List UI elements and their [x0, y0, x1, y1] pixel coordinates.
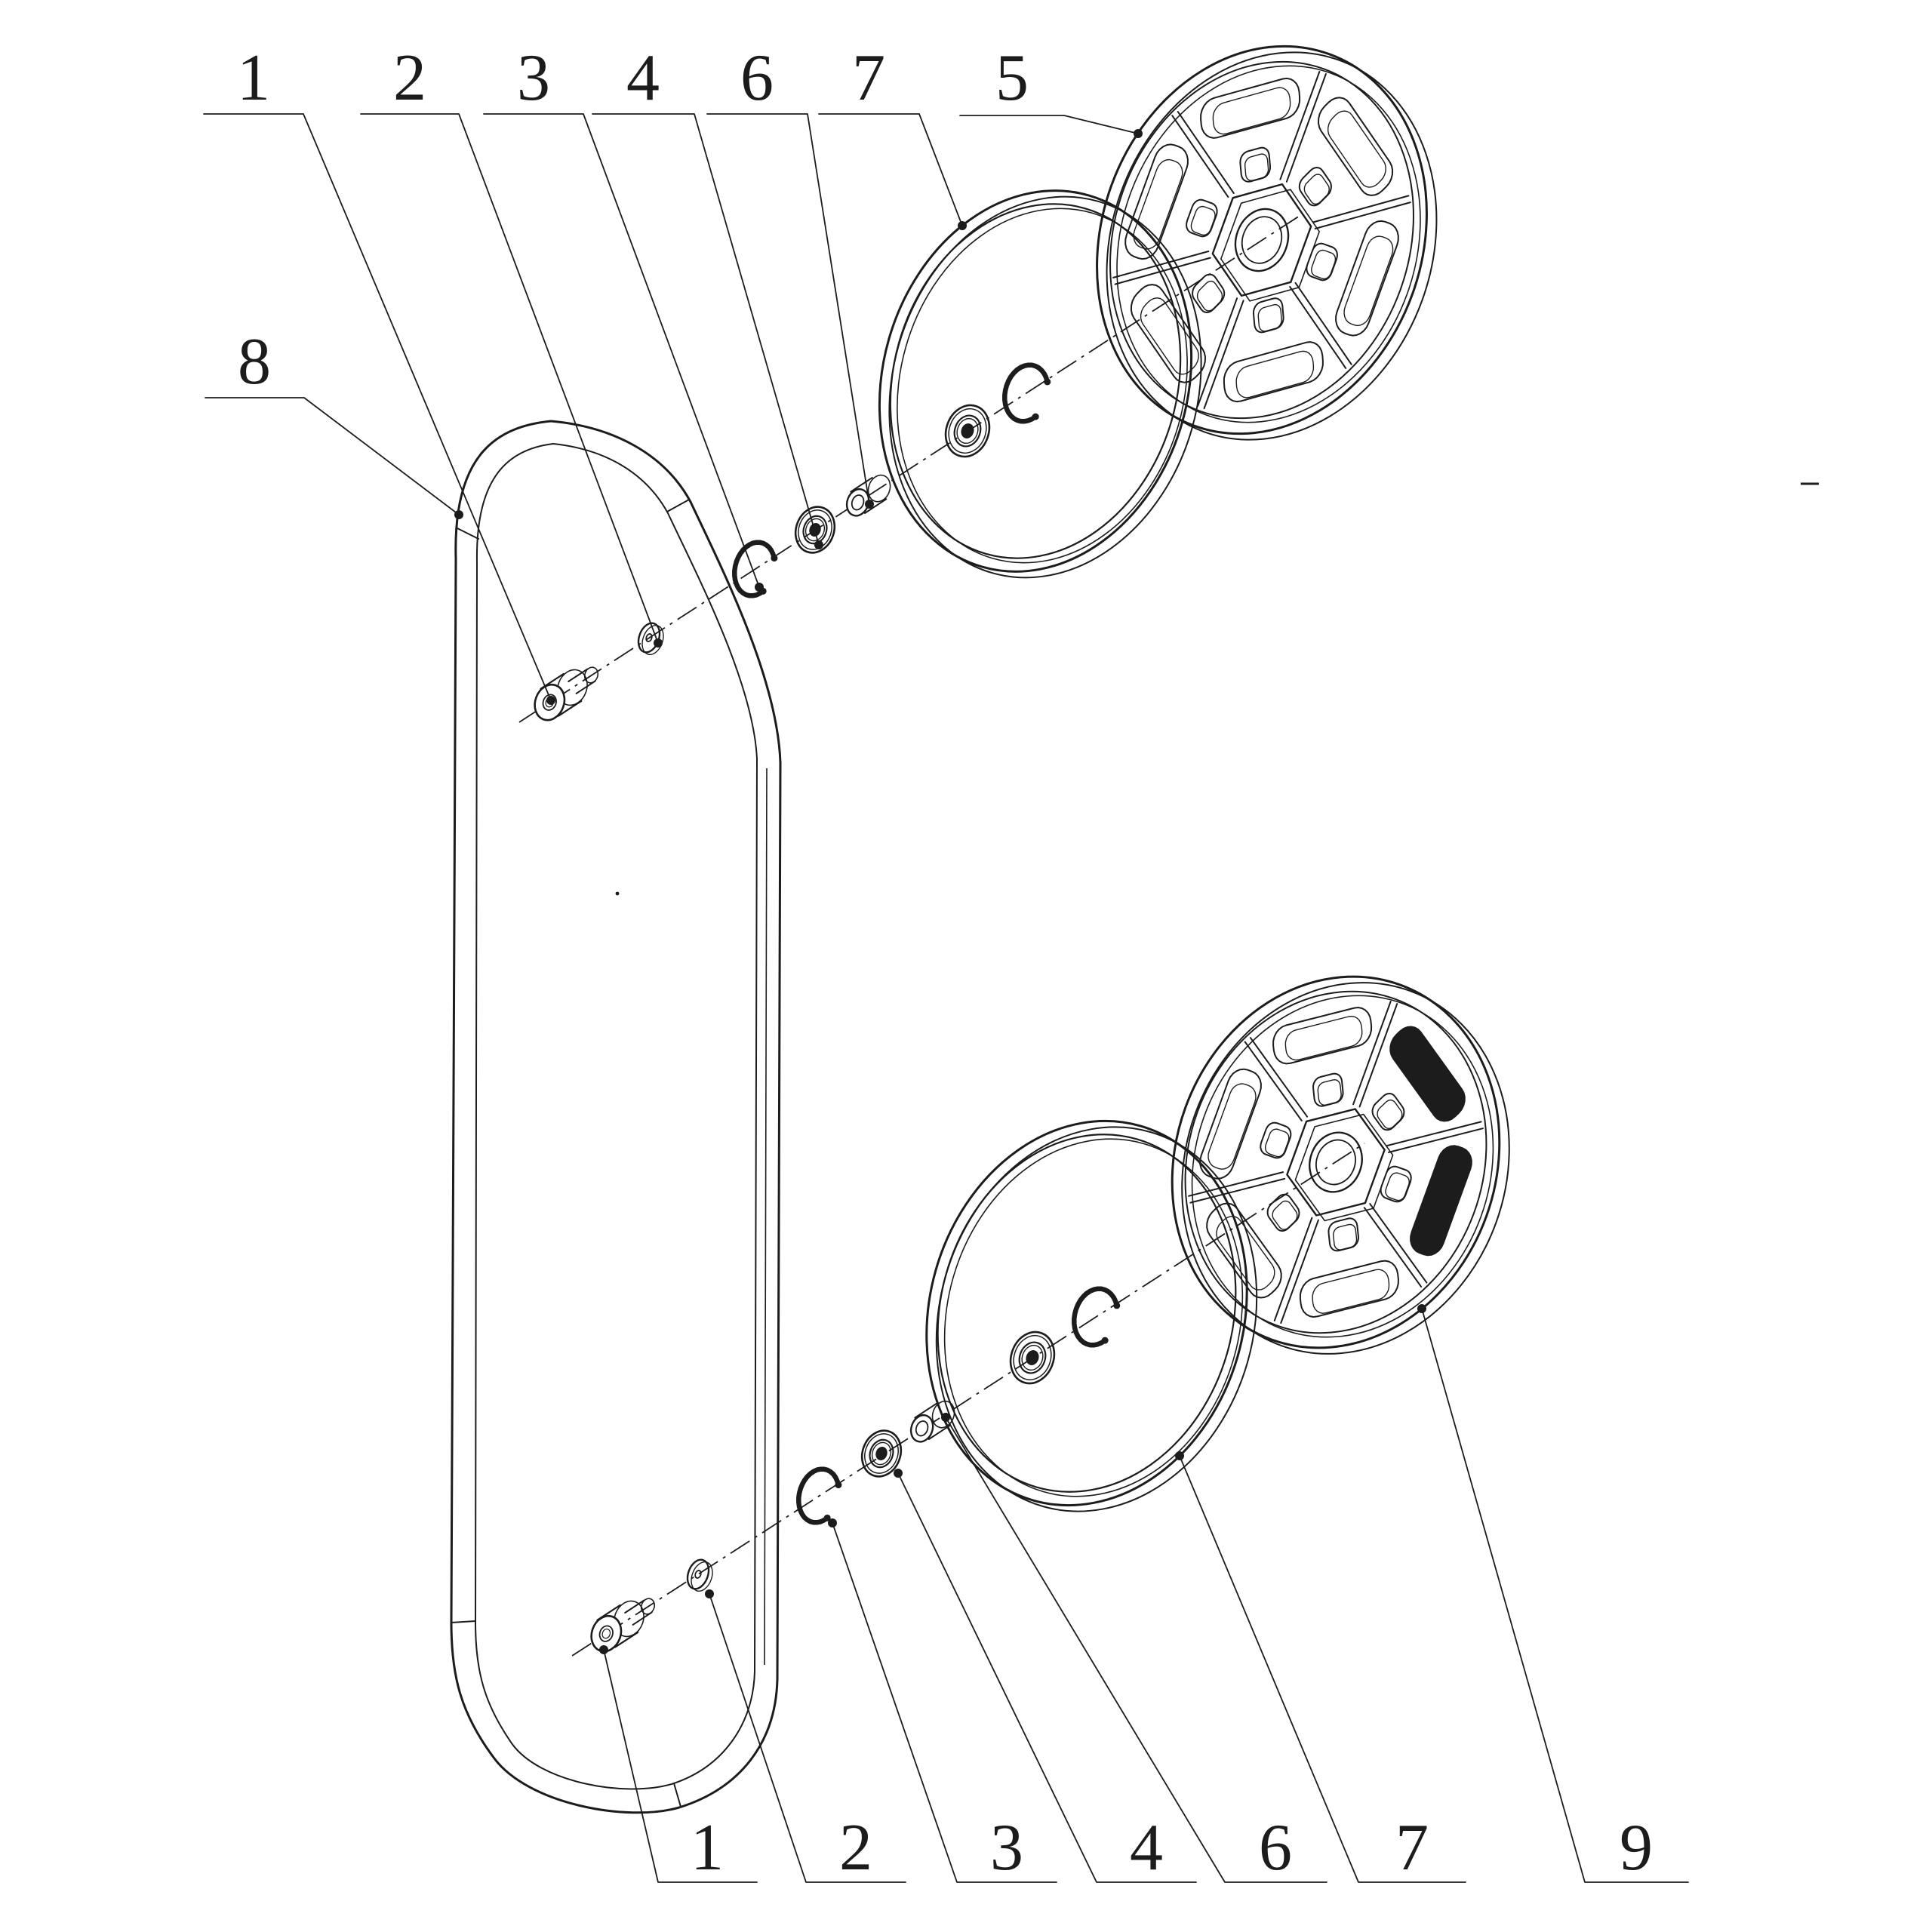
- callout-label-bottom-4: 4: [1130, 1811, 1163, 1884]
- leader-dot: [454, 510, 463, 519]
- bottom-bearing: [860, 1429, 903, 1478]
- leader-dot: [755, 583, 764, 592]
- track-band: [450, 420, 782, 1814]
- leader-bottom-4: [894, 1469, 1197, 1883]
- leader-dot: [705, 1589, 714, 1598]
- bottom-washer: [686, 1558, 713, 1592]
- callout-label-bottom-6: 6: [1259, 1811, 1292, 1884]
- bottom-spoked-wheel: [1171, 975, 1510, 1355]
- leader-top-3: [483, 113, 764, 592]
- bottom-cap-screw: [590, 1598, 656, 1653]
- leader-top-1: [203, 113, 555, 705]
- callout-label-bottom-2: 2: [839, 1811, 872, 1884]
- leader-bottom-3: [828, 1518, 1057, 1883]
- bottom-ring-circlip: [1072, 1286, 1121, 1348]
- leader-dot: [654, 638, 663, 648]
- leader-bottom-6: [941, 1413, 1327, 1883]
- bottom-assembly-axis-line: [571, 1143, 1365, 1657]
- callout-label-top-3: 3: [517, 42, 550, 115]
- leader-dot: [1417, 1304, 1426, 1313]
- callout-label-top-5: 5: [995, 42, 1029, 115]
- leader-dot: [1175, 1451, 1184, 1460]
- leader-top-2: [360, 113, 663, 648]
- leader-bottom-2: [705, 1589, 906, 1883]
- callout-label-top-7: 7: [852, 42, 885, 115]
- top-ring-bearing: [944, 404, 991, 458]
- callout-label-bottom-3: 3: [990, 1811, 1023, 1884]
- leader-dot: [865, 500, 874, 509]
- callout-label-top-2: 2: [393, 42, 426, 115]
- leader-top-5: [959, 115, 1143, 138]
- leader-dot: [828, 1518, 837, 1527]
- top-assembly-axis-line: [518, 215, 1300, 723]
- leader-side-8: [205, 397, 463, 519]
- leader-dot: [814, 540, 823, 549]
- bottom-spacer-bushing: [909, 1400, 955, 1443]
- leader-dot: [958, 221, 967, 230]
- callout-label-top-6: 6: [740, 42, 774, 115]
- callout-label-top-1: 1: [237, 42, 270, 115]
- callout-label-top-4: 4: [626, 42, 660, 115]
- bottom-circlip: [796, 1466, 842, 1525]
- top-ring-circlip: [1002, 362, 1051, 424]
- leader-top-6: [706, 113, 874, 509]
- leader-dot: [1134, 129, 1143, 138]
- bottom-ring-bearing: [1009, 1331, 1056, 1385]
- callout-label-bottom-7: 7: [1395, 1811, 1429, 1884]
- top-tire-ring: [878, 189, 1202, 579]
- top-spacer-bushing: [845, 474, 891, 517]
- bottom-tire-ring: [925, 1119, 1258, 1512]
- stray-dot-mark: [615, 891, 620, 896]
- callout-label-bottom-1: 1: [691, 1811, 724, 1884]
- leader-bottom-7: [1175, 1451, 1466, 1883]
- leader-dot: [546, 696, 555, 705]
- top-spoked-wheel: [1096, 45, 1438, 441]
- leader-top-4: [592, 113, 823, 549]
- leader-top-7: [818, 113, 967, 230]
- callout-label-side-8: 8: [238, 325, 271, 398]
- leader-dot: [599, 1645, 608, 1654]
- leader-dot: [894, 1469, 903, 1478]
- leader-bottom-9: [1417, 1304, 1689, 1883]
- top-bearing: [794, 506, 836, 554]
- callout-label-bottom-9: 9: [1620, 1811, 1653, 1884]
- leader-bottom-1: [599, 1645, 758, 1883]
- leader-dot: [941, 1413, 950, 1422]
